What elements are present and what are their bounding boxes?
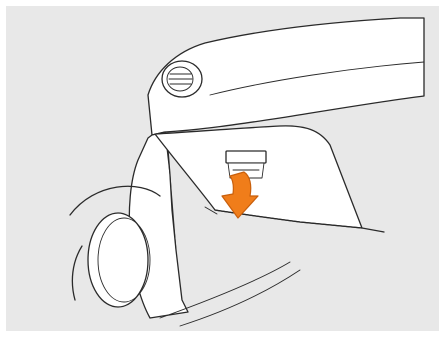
air-vent-icon [162, 61, 202, 97]
